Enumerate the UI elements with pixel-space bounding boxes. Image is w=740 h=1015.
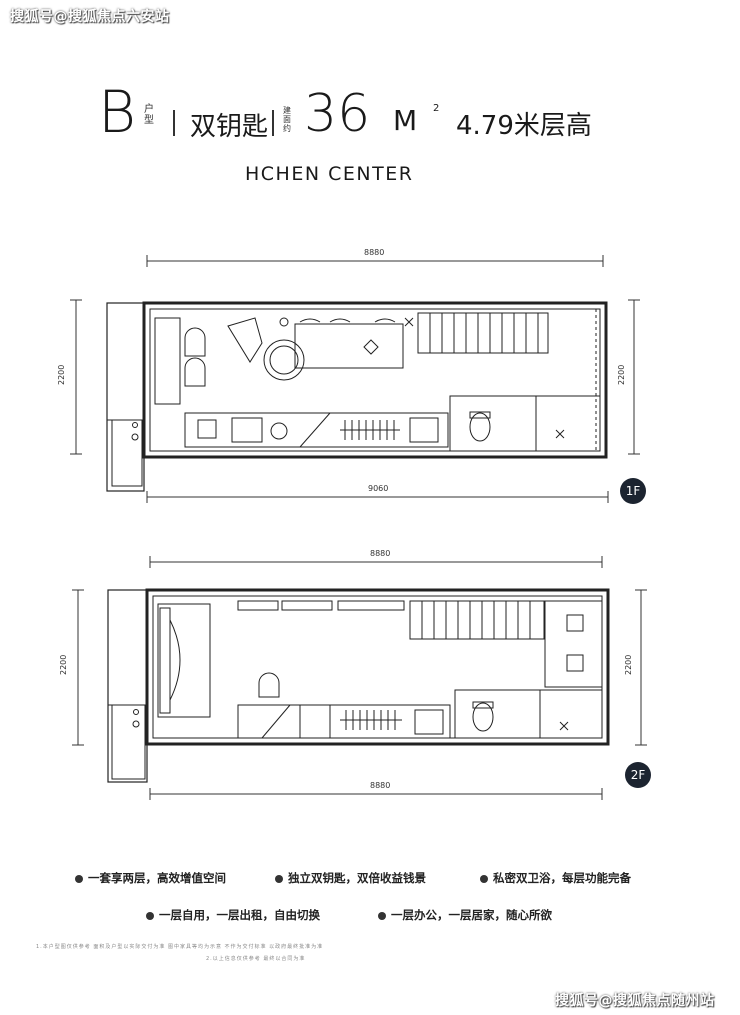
bullet-icon xyxy=(378,911,386,920)
unit-area: 36 xyxy=(304,84,371,144)
bullet-icon xyxy=(480,874,488,883)
bullet-icon xyxy=(146,911,154,920)
bullet-icon xyxy=(275,874,283,883)
area-unit: M xyxy=(393,104,418,137)
feature-item: 一套享两层，高效增值空间 xyxy=(75,870,226,886)
floor-badge-2f: 2F xyxy=(625,762,651,788)
unit-type-label: 户型 xyxy=(144,104,154,126)
dim-top-1f: 8880 xyxy=(364,248,384,257)
title-separator xyxy=(272,110,274,136)
dim-left-2f: 2200 xyxy=(59,655,68,675)
dim-right-2f: 2200 xyxy=(624,655,633,675)
cabinet-hangers-1f xyxy=(340,420,400,440)
unit-type-letter: B xyxy=(98,78,136,146)
feature-item: 独立双钥匙，双倍收益钱景 xyxy=(275,870,426,886)
floor-plan-1f xyxy=(70,255,640,503)
watermark-top: 搜狐号@搜狐焦点六安站 xyxy=(10,9,170,25)
area-label: 建面约 xyxy=(283,106,291,133)
bullet-icon xyxy=(75,874,83,883)
feature-text: 独立双钥匙，双倍收益钱景 xyxy=(288,871,426,885)
feature-text: 一套享两层，高效增值空间 xyxy=(88,871,226,885)
project-name: HCHEN CENTER xyxy=(245,163,414,185)
feature-item: 一层自用，一层出租，自由切换 xyxy=(146,907,320,923)
stairs-2f xyxy=(421,601,531,639)
area-unit-superscript: 2 xyxy=(433,103,440,114)
dim-bottom-2f: 8880 xyxy=(370,781,390,790)
dim-bottom-1f: 9060 xyxy=(368,484,388,493)
floor-plan-2f xyxy=(72,556,647,800)
feature-item: 私密双卫浴，每层功能完备 xyxy=(480,870,631,886)
dim-left-1f: 2200 xyxy=(57,365,66,385)
stairs-1f xyxy=(429,313,539,353)
feature-item: 一层办公，一层居家，随心所欲 xyxy=(378,907,552,923)
floor-height: 4.79米层高 xyxy=(456,111,592,141)
footer-disclaimer-2: 2.以上信息仅供参考 最终以合同为准 xyxy=(206,956,306,962)
title-separator xyxy=(173,110,175,136)
dim-right-1f: 2200 xyxy=(617,365,626,385)
feature-text: 私密双卫浴，每层功能完备 xyxy=(493,871,631,885)
dim-top-2f: 8880 xyxy=(370,549,390,558)
watermark-bottom: 搜狐号@搜狐焦点随州站 xyxy=(555,993,715,1009)
floor-badge-1f: 1F xyxy=(620,478,646,504)
feature-text: 一层自用，一层出租，自由切换 xyxy=(159,908,320,922)
cabinet-hangers-2f xyxy=(340,710,402,730)
dimension-lines-1f xyxy=(70,255,640,503)
unit-name: 双钥匙 xyxy=(190,112,269,142)
dimension-lines-2f xyxy=(72,556,647,800)
footer-disclaimer: 1.本户型图仅供参考 面积及户型以实际交付为准 图中家具等均为示意 不作为交付标… xyxy=(36,944,324,950)
feature-text: 一层办公，一层居家，随心所欲 xyxy=(391,908,552,922)
